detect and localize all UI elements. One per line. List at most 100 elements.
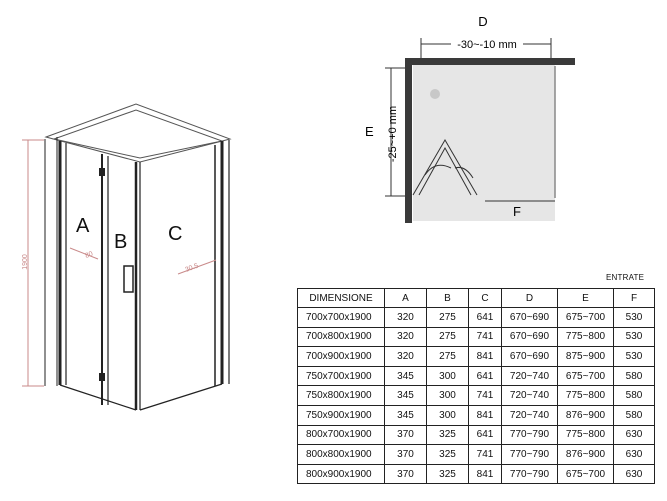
plan-label-d: D [478, 14, 487, 29]
table-cell: 750x900x1900 [297, 404, 385, 426]
table-header-cell: B [426, 288, 469, 308]
table-cell: 370 [384, 463, 427, 485]
plan-label-e: E [365, 124, 374, 139]
entrate-label: ENTRATE [606, 273, 645, 282]
table-cell: 700x900x1900 [297, 346, 385, 367]
table-cell: 300 [426, 365, 469, 387]
shower-enclosure-drawing: 1900 80 30.5 A B C [22, 103, 232, 411]
table-cell: 325 [426, 444, 469, 465]
panel-a-label: A [76, 215, 90, 237]
height-dimension-label: 1900 [22, 254, 29, 270]
panel-a-dimension-line [69, 247, 99, 260]
table-header-cell: A [384, 288, 427, 308]
enclosure-top-outline [44, 103, 232, 163]
panel-c-label: C [168, 223, 182, 245]
drain-icon [430, 89, 440, 99]
table-cell: 630 [613, 444, 655, 465]
table-cell: 670~690 [501, 346, 558, 367]
e-dimension-label: -25~+0 mm [387, 106, 399, 162]
side-wall [405, 58, 412, 223]
table-cell: 750x800x1900 [297, 385, 385, 406]
panel-a-dimension-label: 80 [84, 251, 94, 260]
door-frame [44, 137, 230, 411]
table-cell: 675~700 [557, 365, 614, 387]
table-cell: 800x900x1900 [297, 463, 385, 485]
table-cell: 580 [613, 385, 655, 406]
table-cell: 750x700x1900 [297, 365, 385, 387]
table-cell: 320 [384, 326, 427, 348]
table-cell: 580 [613, 365, 655, 387]
table-cell: 530 [613, 307, 655, 328]
table-header-cell: DIMENSIONE [297, 288, 385, 308]
table-cell: 320 [384, 307, 427, 328]
table-cell: 370 [384, 444, 427, 465]
table-cell: 720~740 [501, 404, 558, 426]
panel-b-label: B [114, 231, 127, 253]
table-cell: 741 [468, 385, 502, 406]
table-cell: 770~790 [501, 444, 558, 465]
table-cell: 641 [468, 424, 502, 446]
table-cell: 345 [384, 385, 427, 406]
table-cell: 370 [384, 424, 427, 446]
hinges [99, 168, 105, 381]
table-cell: 876~900 [557, 444, 614, 465]
table-cell: 720~740 [501, 385, 558, 406]
table-cell: 530 [613, 326, 655, 348]
table-cell: 580 [613, 404, 655, 426]
table-cell: 275 [426, 346, 469, 367]
table-header-cell: C [468, 288, 502, 308]
back-wall [405, 58, 575, 65]
table-cell: 325 [426, 424, 469, 446]
table-cell: 325 [426, 463, 469, 485]
table-cell: 670~690 [501, 326, 558, 348]
d-dimension-label: -30~-10 mm [457, 39, 517, 51]
height-dimension [22, 139, 44, 387]
table-cell: 700x800x1900 [297, 326, 385, 348]
table-cell: 700x700x1900 [297, 307, 385, 328]
table-cell: 275 [426, 307, 469, 328]
table-cell: 770~790 [501, 424, 558, 446]
table-cell: 300 [426, 385, 469, 406]
table-cell: 841 [468, 346, 502, 367]
table-cell: 530 [613, 346, 655, 367]
panel-c-dimension-line [177, 259, 217, 275]
plan-label-f: F [513, 204, 521, 219]
table-cell: 300 [426, 404, 469, 426]
table-cell: 841 [468, 463, 502, 485]
table-cell: 720~740 [501, 365, 558, 387]
table-cell: 741 [468, 326, 502, 348]
door-handle-icon [123, 265, 134, 293]
table-header-cell: E [557, 288, 614, 308]
table-cell: 675~700 [557, 463, 614, 485]
table-cell: 775~800 [557, 385, 614, 406]
table-cell: 275 [426, 326, 469, 348]
panel-c-dimension-label: 30.5 [184, 263, 199, 274]
table-cell: 630 [613, 424, 655, 446]
table-cell: 345 [384, 365, 427, 387]
table-cell: 641 [468, 365, 502, 387]
table-cell: 675~700 [557, 307, 614, 328]
shower-tray-area [413, 63, 555, 221]
table-cell: 775~800 [557, 424, 614, 446]
table-cell: 841 [468, 404, 502, 426]
table-header-cell: F [613, 288, 655, 308]
table-cell: 800x800x1900 [297, 444, 385, 465]
table-cell: 775~800 [557, 326, 614, 348]
table-cell: 741 [468, 444, 502, 465]
table-header-cell: D [501, 288, 558, 308]
table-cell: 641 [468, 307, 502, 328]
door-swing-icon [412, 139, 478, 196]
table-cell: 875~900 [557, 346, 614, 367]
table-cell: 800x700x1900 [297, 424, 385, 446]
